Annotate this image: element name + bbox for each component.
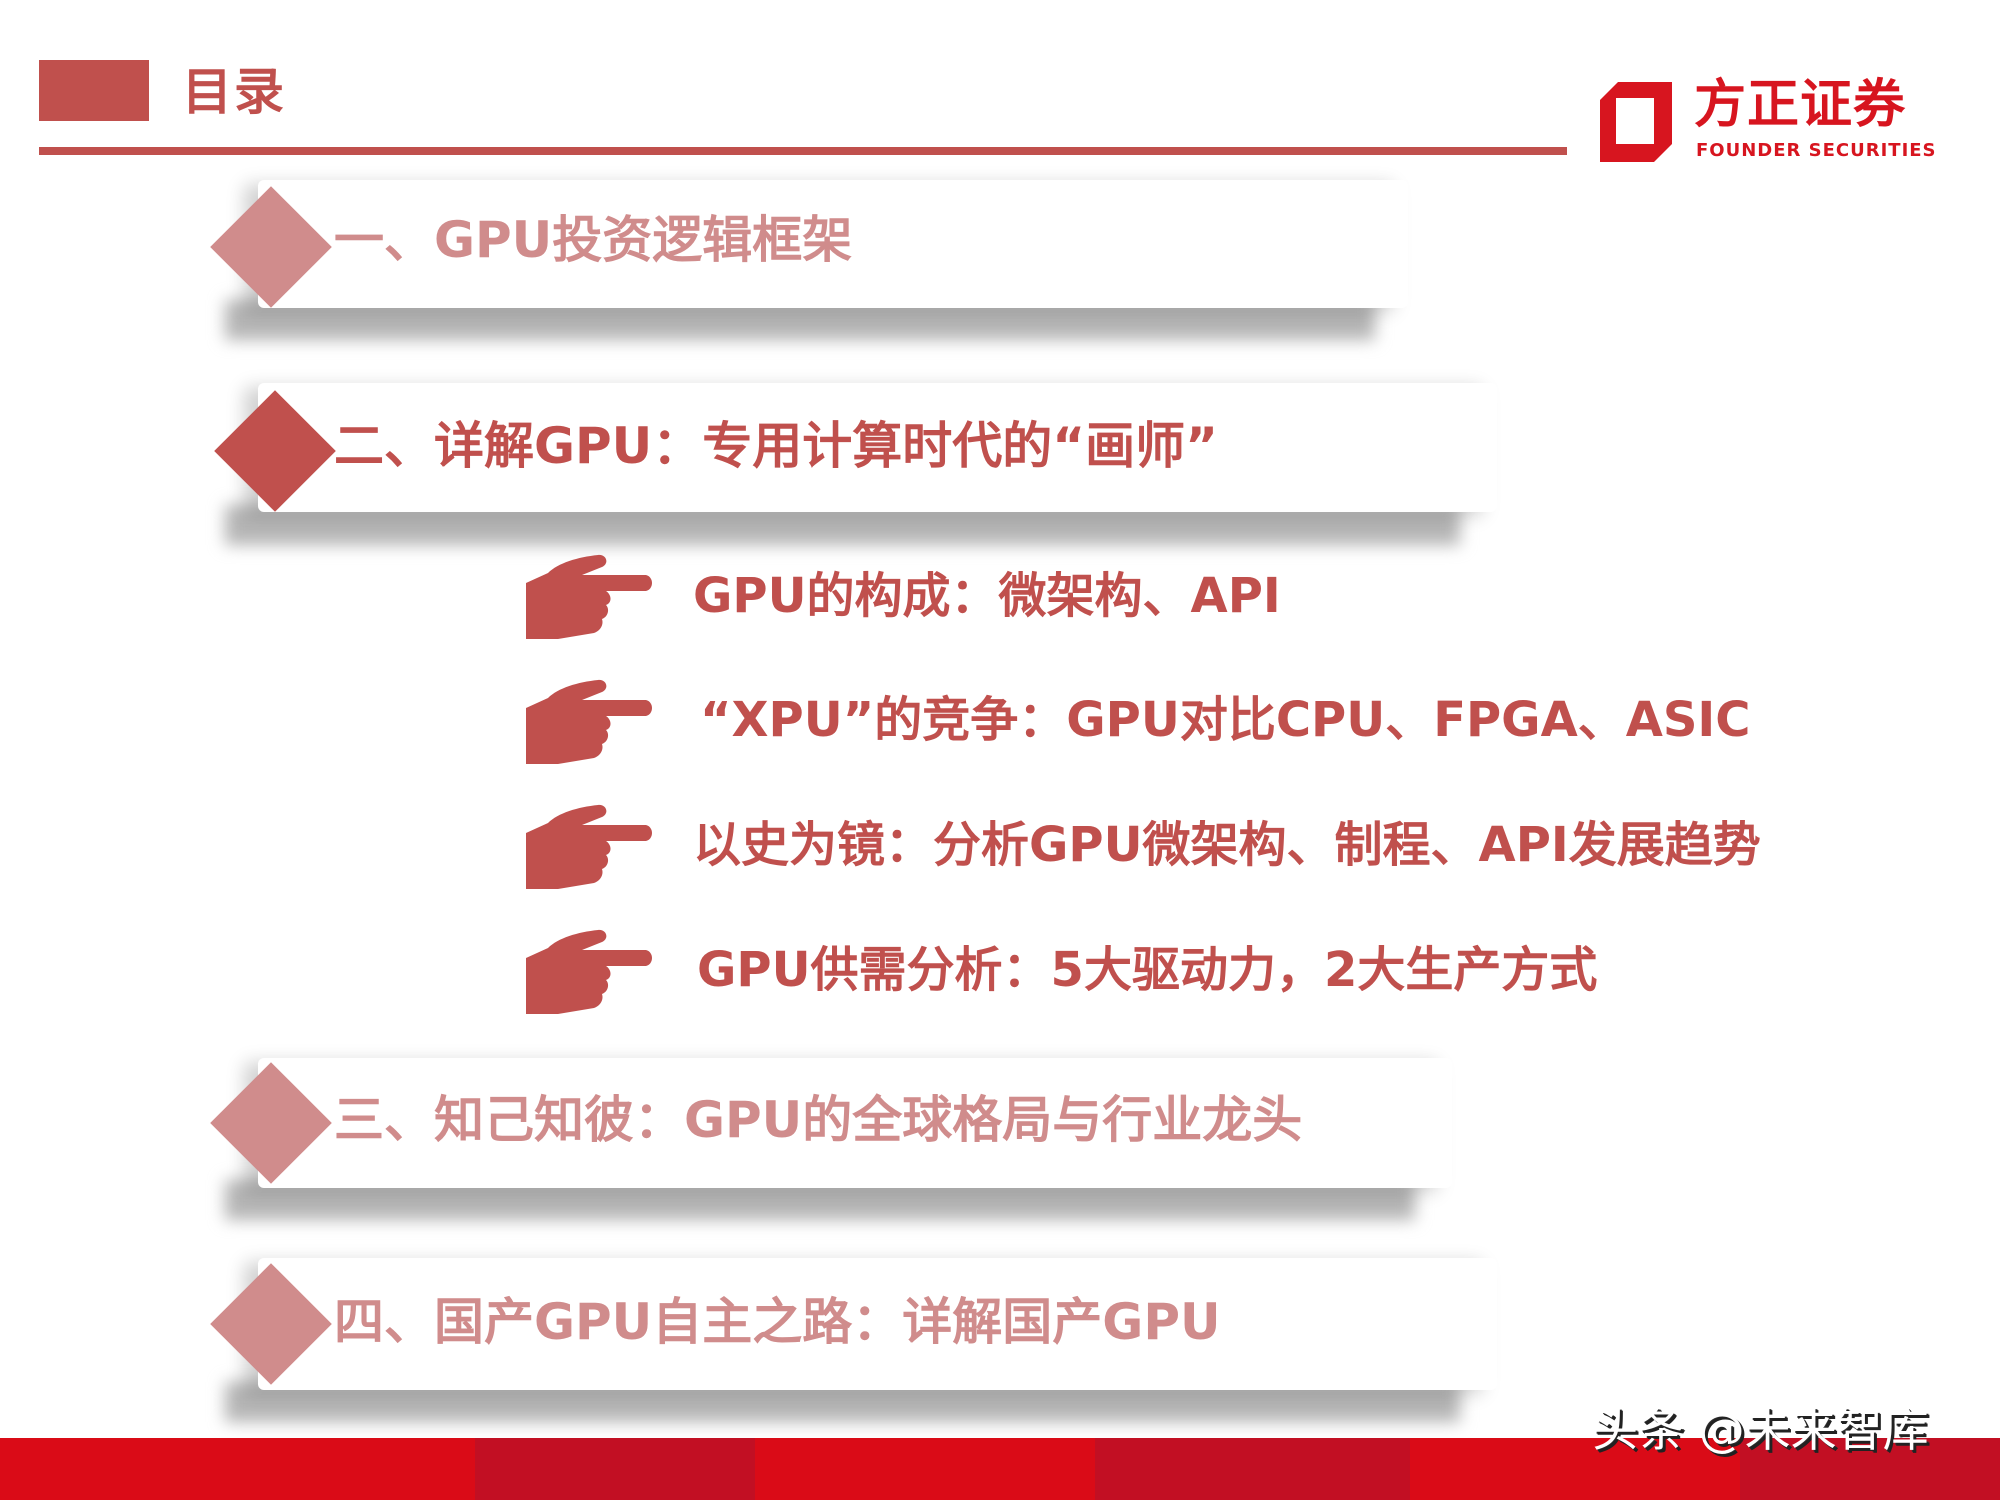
logo-name-en: FOUNDER SECURITIES <box>1696 140 1937 161</box>
subitem-label: 以史为镜：分析GPU微架构、制程、API发展趋势 <box>693 817 1761 873</box>
section-title: 三、知己知彼：GPU的全球格局与行业龙头 <box>334 1091 1303 1149</box>
logo-name-cn: 方正证券 <box>1694 75 1907 135</box>
pointing-hand-icon <box>526 554 652 639</box>
header-divider <box>39 147 1567 155</box>
section-title: 一、GPU投资逻辑框架 <box>334 211 853 269</box>
pointing-hand-icon <box>526 804 652 889</box>
section-title: 四、国产GPU自主之路：详解国产GPU <box>334 1293 1221 1351</box>
footer-segment <box>1740 1438 2000 1500</box>
section-card <box>258 1258 1497 1390</box>
logo-mark-icon <box>1600 82 1672 162</box>
subitem-label: GPU供需分析：5大驱动力，2大生产方式 <box>697 942 1598 998</box>
footer-segment <box>475 1438 755 1500</box>
watermark: 头条 @未来智库 <box>1592 1403 1929 1457</box>
founder-securities-logo: 方正证券 FOUNDER SECURITIES <box>1600 75 1936 170</box>
subitem-label: “XPU”的竞争：GPU对比CPU、FPGA、ASIC <box>700 692 1751 748</box>
section-title: 二、详解GPU：专用计算时代的“画师” <box>334 417 1219 475</box>
section-card <box>258 180 1408 308</box>
pointing-hand-icon <box>526 679 652 764</box>
footer-segment <box>1095 1438 1410 1500</box>
section-card <box>258 383 1497 512</box>
section-card <box>258 1058 1452 1188</box>
pointing-hand-icon <box>526 929 652 1014</box>
header-accent-block <box>39 60 149 121</box>
subitem-label: GPU的构成：微架构、API <box>693 568 1281 624</box>
footer-band <box>0 1438 2000 1500</box>
page-title: 目录 <box>182 63 286 121</box>
